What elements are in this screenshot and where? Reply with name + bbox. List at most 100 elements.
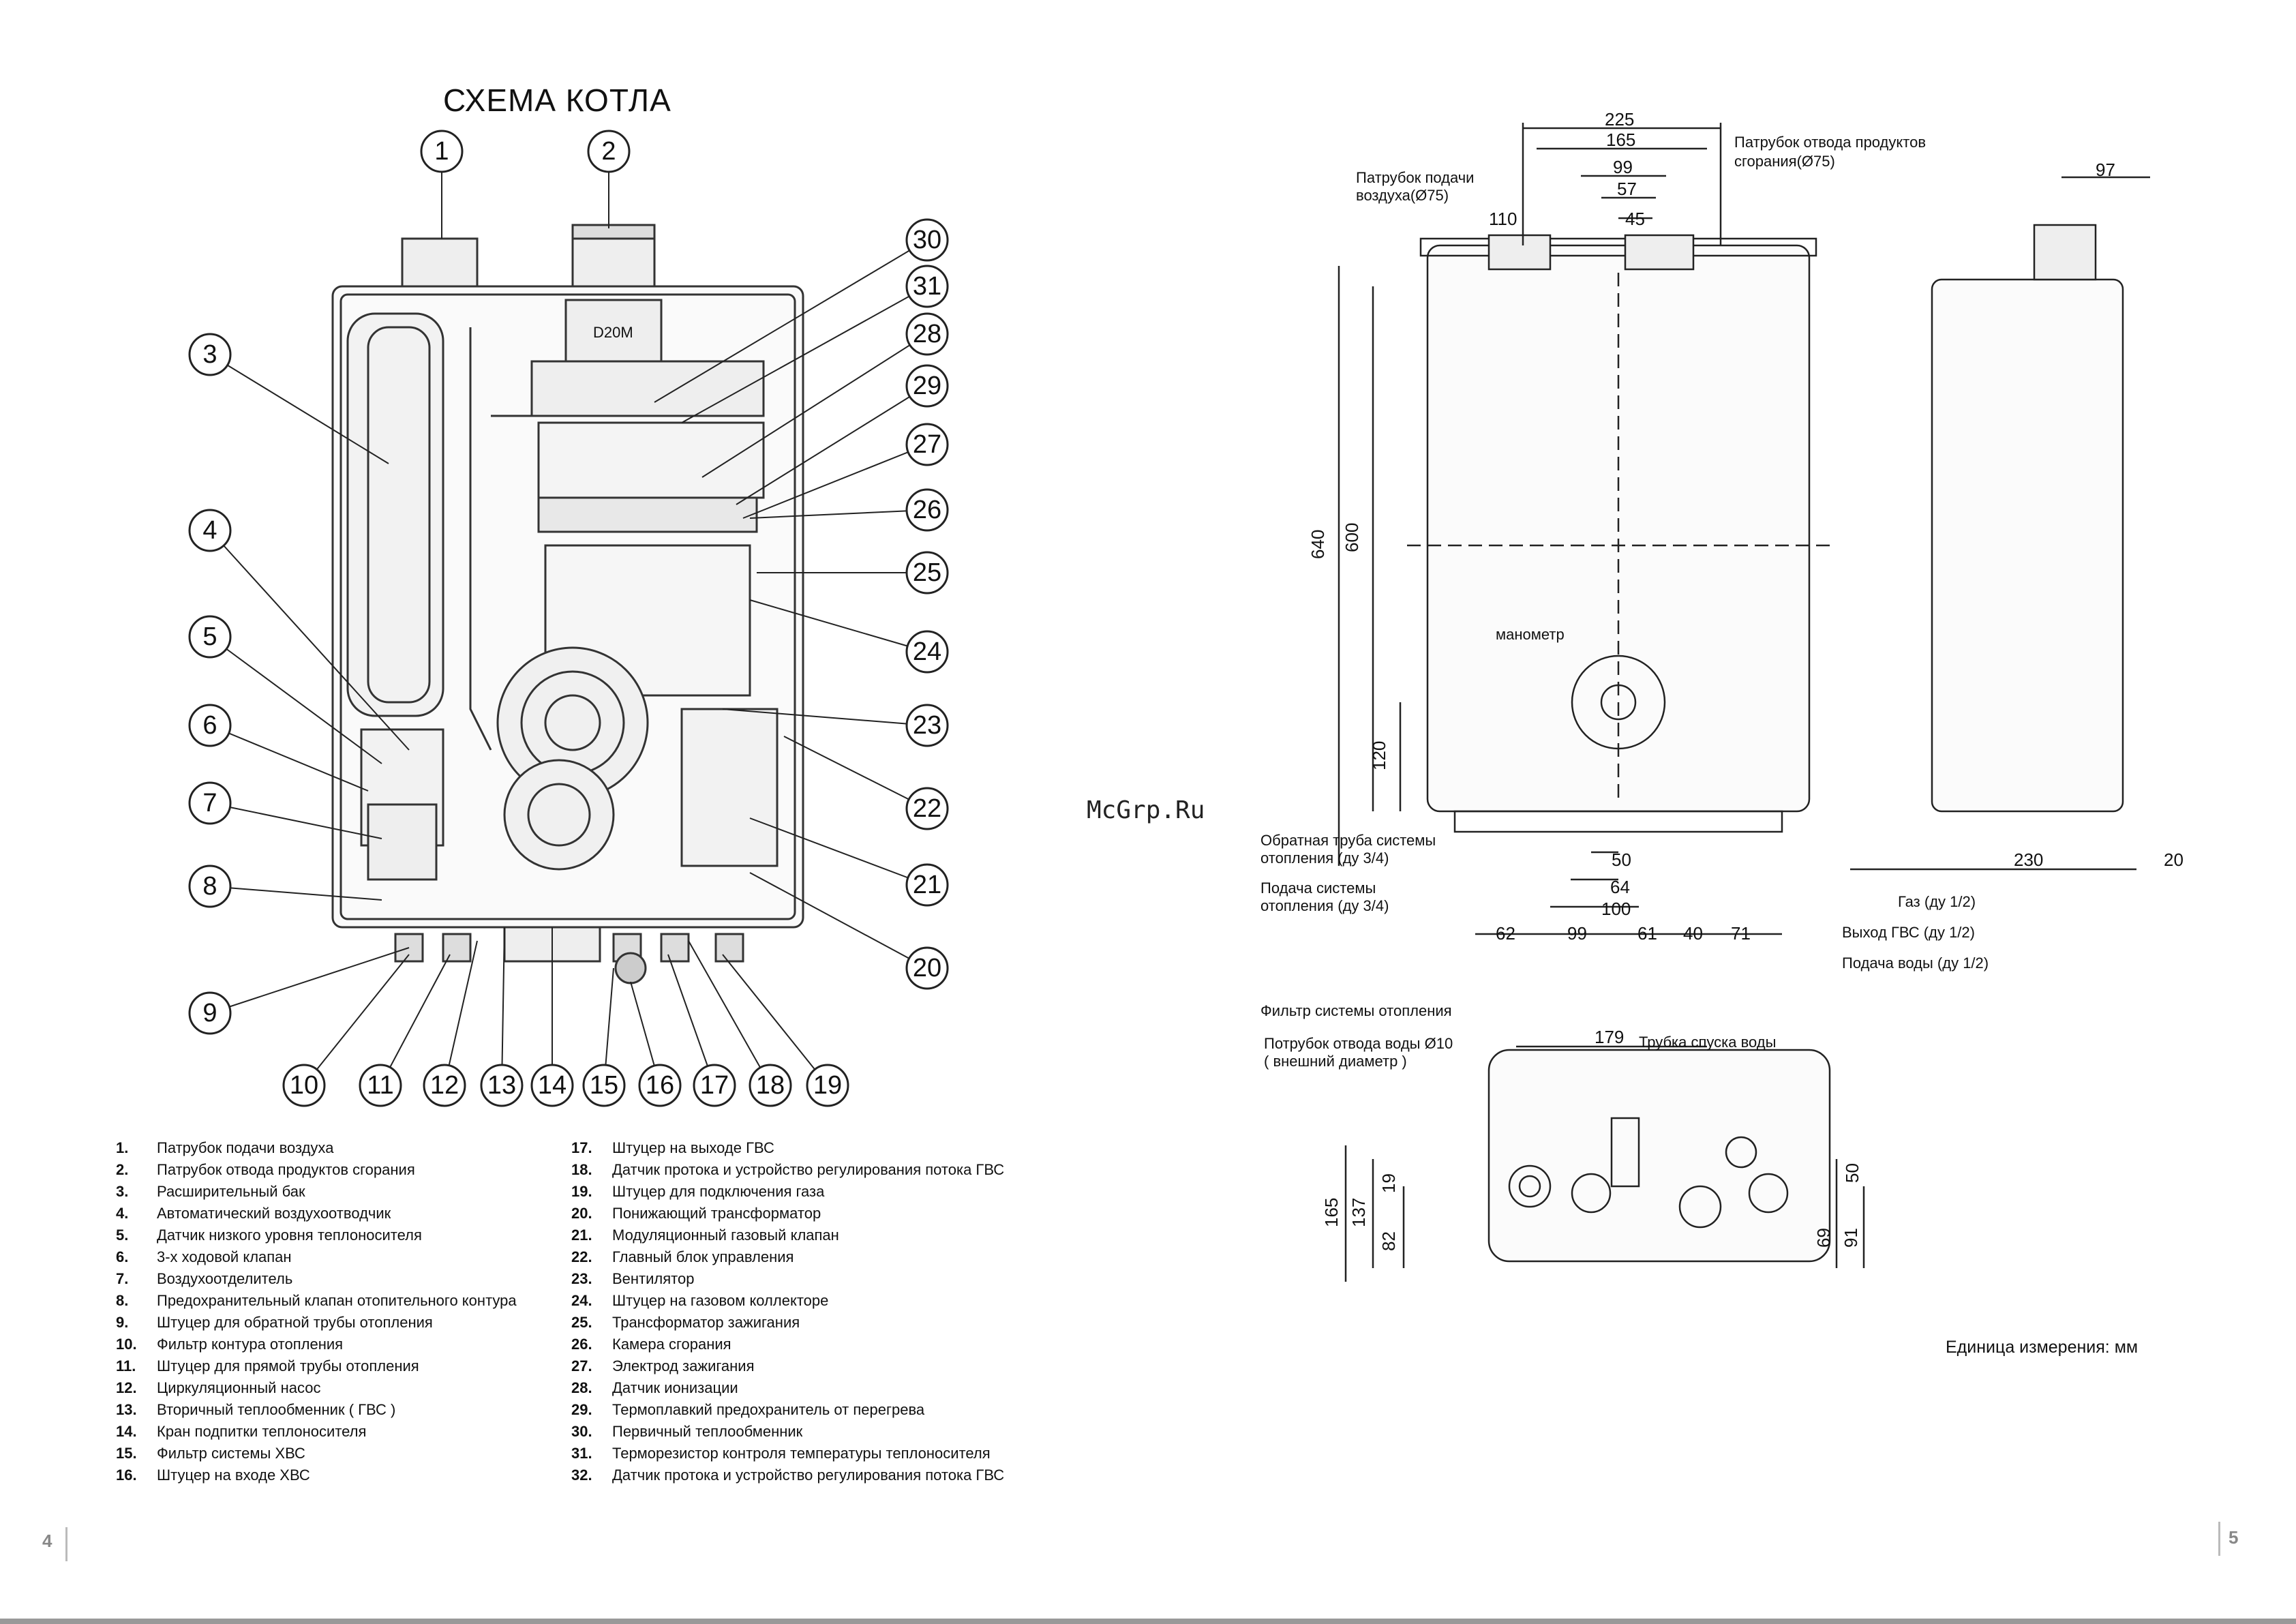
leader-line — [209, 636, 382, 764]
callout-circle — [905, 946, 949, 990]
legend-item: 19.Штуцер для подключения газа — [571, 1181, 1004, 1203]
callout-circle — [806, 1064, 849, 1107]
annot-air-inlet-2: воздуха(Ø75) — [1356, 187, 1449, 204]
watermark: McGrp.Ru — [1087, 796, 1205, 824]
legend-number: 32. — [571, 1467, 592, 1484]
callout-number: 16 — [646, 1071, 674, 1100]
annot-supply-2: отопления (ду 3/4) — [1260, 897, 1389, 914]
legend-item: 29.Термоплавкий предохранитель от перегр… — [571, 1399, 1004, 1421]
legend-number: 5. — [116, 1227, 129, 1244]
leader-line — [749, 599, 928, 652]
legend-number: 16. — [116, 1467, 137, 1484]
callout-number: 26 — [913, 496, 941, 524]
callout-circle — [188, 864, 232, 908]
legend-text: Вторичный теплообменник ( ГВС ) — [157, 1401, 396, 1418]
dim-179: 179 — [1595, 1027, 1624, 1047]
leader-line — [749, 817, 928, 886]
page-number-divider — [65, 1527, 67, 1561]
legend-item: 5.Датчик низкого уровня теплоносителя — [116, 1224, 517, 1246]
leader-line — [209, 947, 410, 1014]
callout-circle — [905, 488, 949, 532]
dim-99-bottom: 99 — [1567, 923, 1587, 944]
callout-number: 1 — [434, 137, 449, 166]
left-page: СХЕМА КОТЛА — [42, 82, 1004, 1561]
dim-45: 45 — [1625, 209, 1645, 229]
dim-99: 99 — [1613, 157, 1633, 177]
callout-circle — [582, 1064, 626, 1107]
front-view — [1338, 123, 2150, 1282]
page-number-right: 5 — [2229, 1527, 2239, 1548]
leader-line — [209, 725, 369, 792]
callout-number: 18 — [756, 1071, 785, 1100]
leader-line — [380, 954, 451, 1086]
dim-19: 19 — [1378, 1173, 1399, 1193]
bottom-bar — [0, 1619, 2296, 1624]
legend-number: 3. — [116, 1183, 129, 1200]
leader-line — [444, 940, 478, 1086]
legend-item: 16.Штуцер на входе ХВС — [116, 1464, 517, 1486]
legend-item: 30.Первичный теплообменник — [571, 1421, 1004, 1443]
dim-137: 137 — [1348, 1198, 1369, 1227]
annot-supply-1: Подача системы — [1260, 879, 1376, 897]
legend-text: Терморезистор контроля температуры тепло… — [612, 1445, 991, 1462]
dim-71: 71 — [1731, 923, 1751, 944]
legend-item: 1.Патрубок подачи воздуха — [116, 1137, 517, 1159]
callout-circle — [587, 130, 631, 173]
leader-line — [209, 530, 410, 751]
leader-line — [688, 940, 771, 1086]
legend-text: Понижающий трансформатор — [612, 1205, 821, 1222]
legend-text: Трансформатор зажигания — [612, 1314, 800, 1331]
callout-number: 13 — [487, 1071, 516, 1100]
leader-line — [681, 286, 928, 423]
legend-number: 12. — [116, 1379, 137, 1396]
callout-circle — [188, 615, 232, 659]
legend-text: Модуляционный газовый клапан — [612, 1227, 839, 1244]
dim-50-bottom: 50 — [1842, 1163, 1862, 1183]
legend-item: 14.Кран подпитки теплоносителя — [116, 1421, 517, 1443]
legend-number: 19. — [571, 1183, 592, 1200]
dim-110: 110 — [1489, 209, 1517, 229]
legend-text: Камера сгорания — [612, 1336, 731, 1353]
callout-circle — [188, 704, 232, 747]
callout-circle — [423, 1064, 466, 1107]
legend-text: Штуцер для обратной трубы отопления — [157, 1314, 433, 1331]
annot-return-2: отопления (ду 3/4) — [1260, 849, 1389, 867]
callout-circle — [282, 1064, 326, 1107]
dim-230: 230 — [2014, 849, 2043, 870]
callout-circle — [359, 1064, 402, 1107]
legend-text: Патрубок отвода продуктов сгорания — [157, 1161, 415, 1178]
dim-64: 64 — [1610, 877, 1630, 897]
leader-line — [654, 239, 928, 403]
annot-water-in: Подача воды (ду 1/2) — [1842, 954, 1989, 972]
legend-number: 23. — [571, 1270, 592, 1287]
callout-circle — [749, 1064, 792, 1107]
legend-number: 25. — [571, 1314, 592, 1331]
callout-number: 24 — [913, 637, 941, 666]
legend-item: 17.Штуцер на выходе ГВС — [571, 1137, 1004, 1159]
callout-number: 31 — [913, 272, 941, 301]
legend-number: 26. — [571, 1336, 592, 1353]
legend-item: 15.Фильтр системы ХВС — [116, 1443, 517, 1464]
legend-item: 11.Штуцер для прямой трубы отопления — [116, 1355, 517, 1377]
callout-circle — [188, 991, 232, 1035]
legend-number: 10. — [116, 1336, 137, 1353]
callout-number: 8 — [202, 872, 217, 901]
legend-text: 3-х ходовой клапан — [157, 1248, 292, 1265]
legend-item: 2.Патрубок отвода продуктов сгорания — [116, 1159, 517, 1181]
legend-number: 20. — [571, 1205, 592, 1222]
dim-40: 40 — [1683, 923, 1703, 944]
dim-91: 91 — [1841, 1228, 1861, 1248]
annot-dhw-out: Выход ГВС (ду 1/2) — [1842, 924, 1975, 941]
leader-line — [736, 385, 928, 505]
callout-circle — [905, 863, 949, 907]
annot-heating-filter: Фильтр системы отопления — [1260, 1002, 1452, 1019]
leader-line — [209, 802, 382, 839]
legend-item: 26. Камера сгорания — [571, 1334, 1004, 1355]
callout-number: 6 — [202, 711, 217, 740]
dim-165-bottom: 165 — [1321, 1198, 1342, 1227]
annot-return-1: Обратная труба системы — [1260, 832, 1436, 849]
callout-number: 27 — [913, 430, 941, 459]
legend-text: Штуцер на выходе ГВС — [612, 1139, 774, 1156]
leader-line — [742, 444, 928, 519]
